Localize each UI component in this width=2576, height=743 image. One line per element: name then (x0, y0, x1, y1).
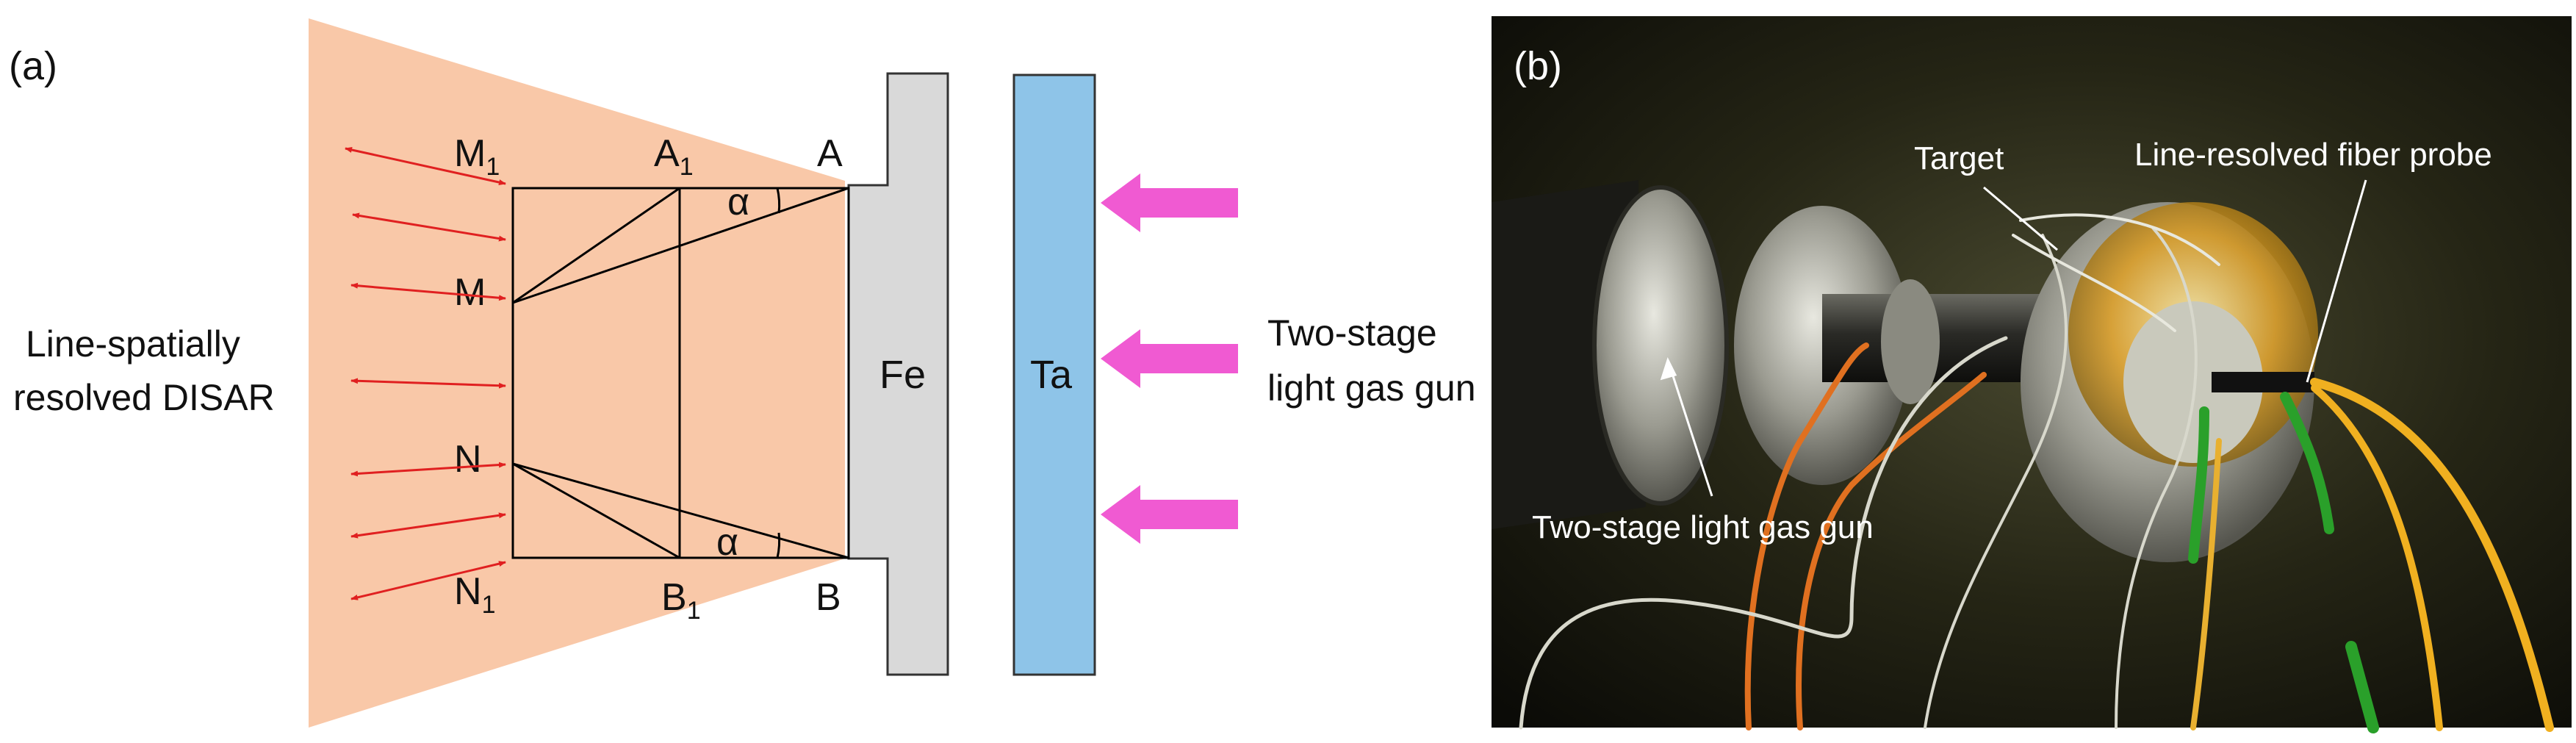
red-arrow-1 (345, 147, 506, 185)
gun-shaft (1822, 294, 2057, 382)
beam-region (309, 18, 845, 728)
gun-collar (1881, 279, 1940, 404)
ta-label: Ta (1030, 353, 1073, 397)
cable-green-1 (2188, 406, 2209, 564)
line-n-b1 (512, 462, 680, 559)
cable-yellow-3 (2190, 438, 2222, 731)
line-m-a (512, 187, 849, 304)
cable-yellow-2 (2311, 384, 2443, 731)
gun-photo-label: Two-stage light gas gun (1532, 509, 1874, 545)
cable-orange-1 (1744, 342, 1869, 731)
pointer-target (1983, 186, 2058, 251)
panel-a-label: (a) (9, 44, 57, 88)
panel-b: (b) Target Line-resolved fiber probe Two… (1492, 16, 2572, 733)
cable-white-1 (1519, 336, 2008, 730)
red-arrow-2 (352, 212, 506, 242)
cable-white-3 (2115, 226, 2198, 729)
red-arrow-5 (350, 462, 506, 477)
pointer-probe (2306, 179, 2367, 383)
point-b-label: B (816, 576, 841, 619)
cable-white-4 (2019, 213, 2220, 266)
fe-label: Fe (879, 353, 926, 397)
red-arrows (345, 147, 506, 600)
pointer-gun (1666, 359, 1713, 497)
alpha-bottom-label: α (716, 521, 738, 564)
point-a-label: A (817, 132, 843, 175)
alpha-arc-top (776, 187, 781, 214)
disar-label-line1: Line-spatially (26, 323, 240, 365)
cable-yellow-1 (2310, 378, 2554, 732)
disar-label-line2: resolved DISAR (13, 377, 275, 418)
ta-flyer (1012, 73, 1096, 676)
red-arrow-6 (350, 512, 506, 539)
fe-plate (847, 72, 949, 676)
probe-label: Line-resolved fiber probe (2134, 137, 2492, 173)
cable-white-2 (1924, 234, 2068, 729)
geometry-lines (511, 187, 850, 559)
point-a1-label: A1 (654, 132, 694, 181)
red-arrow-3 (350, 282, 506, 301)
impact-arrows (1101, 173, 1238, 544)
impact-arrow-middle (1101, 329, 1238, 388)
gun-end-ring (1592, 185, 1729, 506)
red-arrow-7 (350, 561, 506, 600)
panel-a: (a) Fe Ta M1 A1 A M N N1 B1 B α α (9, 18, 1476, 728)
alpha-arc-bottom (776, 532, 781, 559)
cable-green-3 (2345, 641, 2379, 733)
line-m-a1 (512, 187, 680, 304)
gun-label-line1: Two-stage (1267, 312, 1437, 353)
cables (1519, 213, 2554, 733)
target-label: Target (1914, 140, 2004, 176)
gun-label-line2: light gas gun (1267, 367, 1476, 409)
point-m-label: M (454, 271, 486, 314)
point-b1-label: B1 (661, 576, 701, 625)
panel-b-label: (b) (1514, 44, 1562, 88)
impact-arrow-bottom (1101, 485, 1238, 544)
pointer-gun-head (1660, 357, 1677, 381)
red-arrow-4 (350, 378, 506, 389)
photo-pointers (1660, 179, 2367, 497)
alpha-top-label: α (727, 181, 749, 223)
cable-orange-2 (1796, 372, 1987, 731)
line-n-b (512, 462, 849, 559)
point-n-label: N (454, 438, 482, 481)
cable-white-5 (2012, 234, 2176, 332)
cable-green-2 (2280, 392, 2334, 534)
impact-arrow-top (1101, 173, 1238, 232)
target-center (2123, 301, 2263, 463)
